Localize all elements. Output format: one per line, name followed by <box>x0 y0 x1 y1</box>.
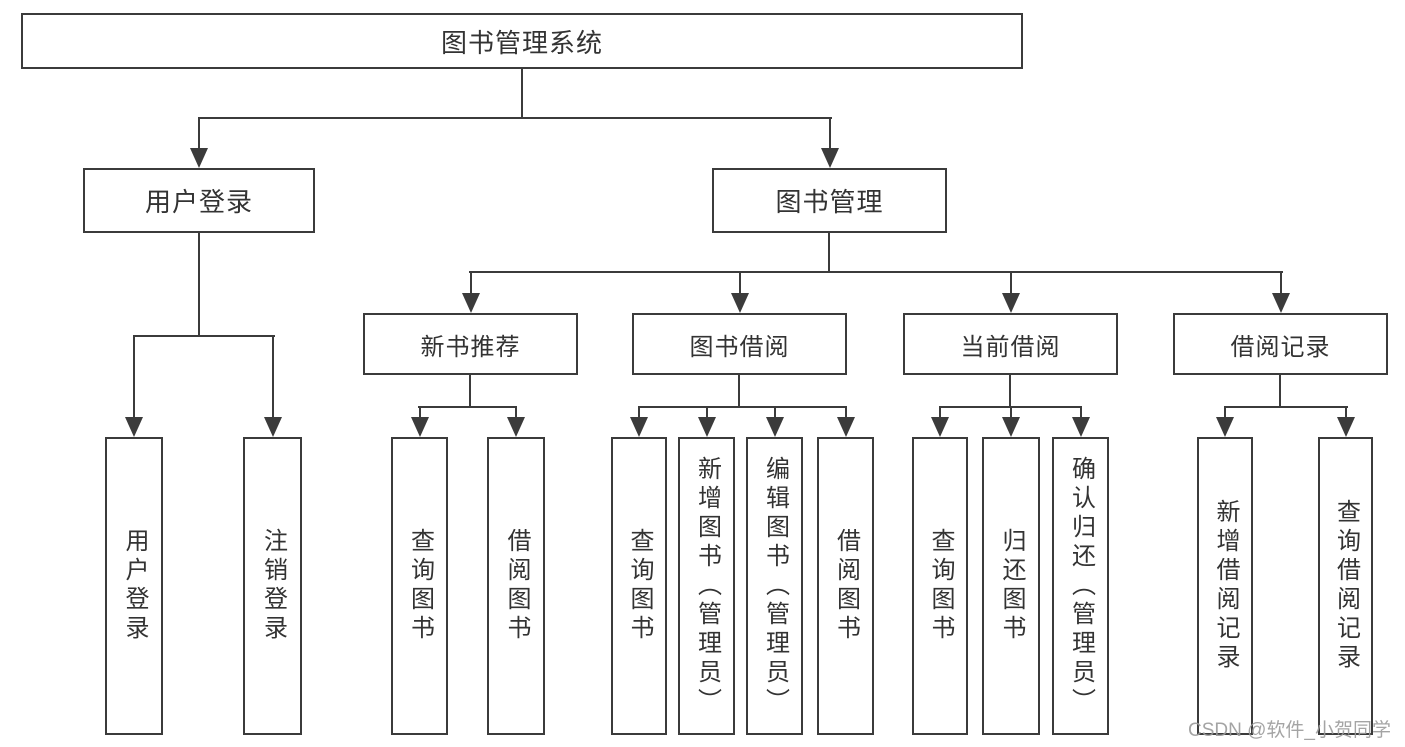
arrow-down-icon <box>697 417 716 437</box>
connector-line <box>418 407 421 421</box>
node-label: 新增图书（管理员） <box>693 455 721 717</box>
arrow-down-icon <box>461 293 480 313</box>
connector-line <box>198 118 200 152</box>
node-user-login: 用户登录 <box>83 168 315 233</box>
node-leaf-borrow-book-2: 借阅图书 <box>817 437 874 735</box>
connector-line <box>1224 407 1226 421</box>
connector-line <box>1009 375 1011 408</box>
node-label: 编辑图书（管理员） <box>761 455 789 717</box>
node-label: 图书管理 <box>775 187 884 217</box>
connector-line <box>1344 407 1347 421</box>
node-label: 查询图书 <box>406 528 434 644</box>
connector-line <box>1279 272 1282 297</box>
node-book-mgmt: 图书管理 <box>712 168 947 233</box>
node-leaf-query-book-2: 查询图书 <box>611 437 667 735</box>
connector-line <box>738 272 741 297</box>
connector-line <box>1010 407 1012 421</box>
csdn-watermark: CSDN @软件_小贺同学 <box>1188 720 1391 741</box>
arrow-down-icon <box>507 417 525 437</box>
arrow-down-icon <box>1001 293 1020 313</box>
connector-line <box>1279 375 1281 408</box>
connector-line <box>829 118 831 152</box>
node-label: 用户登录 <box>144 187 253 217</box>
connector-line <box>638 406 847 408</box>
node-label: 借阅记录 <box>1230 333 1331 361</box>
node-leaf-query-book-1: 查询图书 <box>391 437 448 735</box>
node-label: 新增借阅记录 <box>1212 499 1239 673</box>
arrow-down-icon <box>410 417 429 437</box>
node-label: 查询借阅记录 <box>1332 499 1360 673</box>
arrow-down-icon <box>1002 417 1020 437</box>
connector-line <box>198 117 832 119</box>
node-leaf-query-book-3: 查询图书 <box>912 437 968 735</box>
node-label: 查询图书 <box>626 528 653 644</box>
node-new-book-rec: 新书推荐 <box>363 313 578 375</box>
node-label: 借阅图书 <box>832 528 860 644</box>
arrow-down-icon <box>765 417 784 437</box>
node-label: 确认归还（管理员） <box>1067 455 1095 717</box>
connector-line <box>1009 272 1012 297</box>
node-label: 新书推荐 <box>420 333 521 361</box>
connector-line <box>773 407 776 421</box>
connector-line <box>469 271 1283 273</box>
node-label: 注销登录 <box>259 528 287 644</box>
arrow-down-icon <box>263 417 282 437</box>
connector-line <box>418 406 517 408</box>
arrow-down-icon <box>821 148 839 168</box>
node-leaf-query-borrow-record: 查询借阅记录 <box>1318 437 1373 735</box>
arrow-down-icon <box>836 417 855 437</box>
node-borrow-records: 借阅记录 <box>1173 313 1388 375</box>
node-leaf-return-book: 归还图书 <box>982 437 1040 735</box>
arrow-down-icon <box>730 293 749 313</box>
connector-line <box>638 407 640 421</box>
connector-line <box>521 69 523 119</box>
arrow-down-icon <box>1336 417 1355 437</box>
node-leaf-edit-book: 编辑图书（管理员） <box>746 437 803 735</box>
node-leaf-confirm-return: 确认归还（管理员） <box>1052 437 1109 735</box>
connector-line <box>1079 407 1082 421</box>
connector-line <box>133 336 135 421</box>
connector-line <box>515 407 517 421</box>
connector-line <box>705 407 708 421</box>
node-label: 借阅图书 <box>503 528 530 644</box>
arrow-down-icon <box>630 417 648 437</box>
node-label: 图书借阅 <box>689 333 790 361</box>
connector-line <box>738 375 740 408</box>
node-label: 查询图书 <box>927 528 954 644</box>
connector-line <box>271 336 274 421</box>
node-book-borrow: 图书借阅 <box>632 313 847 375</box>
connector-line <box>939 407 941 421</box>
arrow-down-icon <box>1271 293 1290 313</box>
node-label: 图书管理系统 <box>440 27 603 58</box>
node-leaf-logout: 注销登录 <box>243 437 302 735</box>
node-label: 归还图书 <box>998 528 1025 644</box>
node-leaf-borrow-book-1: 借阅图书 <box>487 437 545 735</box>
connector-line <box>469 272 472 297</box>
arrow-down-icon <box>931 417 949 437</box>
node-label: 用户登录 <box>121 528 148 644</box>
connector-line <box>844 407 847 421</box>
connector-line <box>1224 406 1348 408</box>
arrow-down-icon <box>1071 417 1090 437</box>
arrow-down-icon <box>1216 417 1234 437</box>
connector-line <box>469 375 471 408</box>
node-leaf-add-book: 新增图书（管理员） <box>678 437 735 735</box>
connector-line <box>133 335 275 337</box>
node-leaf-user-login: 用户登录 <box>105 437 163 735</box>
arrow-down-icon <box>190 148 208 168</box>
node-root: 图书管理系统 <box>21 13 1023 69</box>
node-leaf-add-borrow-record: 新增借阅记录 <box>1197 437 1253 735</box>
node-current-borrow: 当前借阅 <box>903 313 1118 375</box>
arrow-down-icon <box>125 417 143 437</box>
connector-line <box>198 233 200 337</box>
connector-line <box>828 233 830 273</box>
node-label: 当前借阅 <box>960 333 1061 361</box>
